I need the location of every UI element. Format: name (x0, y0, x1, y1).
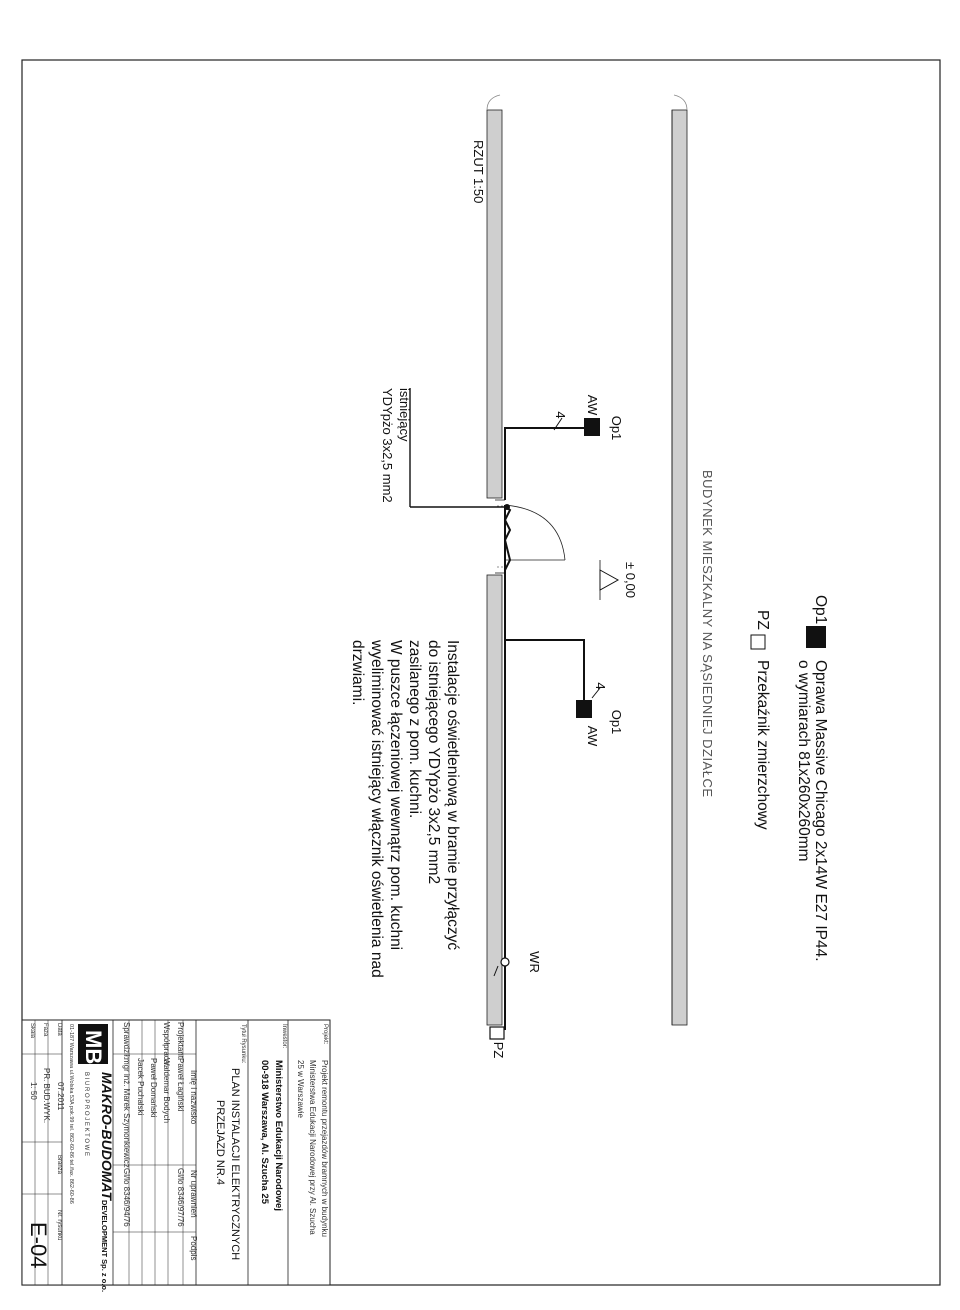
meta-faza-label: Faza (42, 1023, 48, 1037)
note-line-2: do istniejącego YDYpżo 3x2,5 mm2 (425, 640, 442, 884)
fixture-op1-a-icon (584, 418, 600, 436)
drawing-label: Tytuł Rysunku: (240, 1024, 246, 1064)
fixture-op1-b-label: Op1 (609, 710, 624, 735)
company-address: 01-187 Warszawa ul.Wolska 53A pok.99 tel… (68, 1024, 74, 1204)
supply-cable-label: istniejący YDYpżo 3x2,5 mm2 (380, 388, 412, 503)
row-role: Sprawdził: (122, 1022, 131, 1059)
supply-cable-line2: YDYpżo 3x2,5 mm2 (380, 388, 395, 503)
row-name: Jacek Puchalski (136, 1058, 145, 1116)
row-role: Projektant: (176, 1022, 185, 1060)
investor-line-1: Ministerstwo Edukacji Narodowej (273, 1060, 284, 1211)
fixture-op1-a-sub: AW (585, 395, 600, 416)
wall-right (671, 94, 688, 1026)
note-line-5: wyeliminować istniejący włącznik oświetl… (368, 639, 385, 978)
building-note: BUDYNEK MIESZKALNY NA SĄSIEDNIEJ DZIAŁCE (700, 470, 715, 798)
elevation-triangle-icon (599, 569, 620, 591)
legend-op1-icon (806, 626, 826, 648)
project-line-3: 25 w Warszawie (296, 1060, 305, 1118)
note-line-3: zasilanego z pom. kuchni. (406, 640, 423, 818)
company-sub: B I U R O P R O J E K T O W E (83, 1072, 89, 1156)
company-name: MAKRO-BUDOMAT (99, 1072, 115, 1201)
installation-notes: Instalacje oświetleniową w bramie przyłą… (349, 639, 461, 978)
legend-pz-symbol: PZ (754, 610, 771, 630)
investor-line-2: 00-918 Warszawa, Al. Szucha 25 (259, 1060, 270, 1205)
wire-count-tick (553, 417, 563, 431)
title-block: Projekt: Projekt remontu przejazdów bram… (21, 1019, 331, 1292)
meta-branza-label: Branża (56, 1155, 62, 1175)
fixture-op1-b-icon (576, 700, 592, 718)
legend-pz-icon (750, 634, 766, 650)
view-label: RZUT 1:50 (471, 140, 486, 203)
meta-faza-value: PR. BUD.WYK. (42, 1068, 51, 1123)
row-name: Waldemar Bodych (162, 1058, 171, 1123)
row-name: mgr inż. Marek Szymonkiewicz (122, 1058, 131, 1168)
row-license: Gl/lo 8346/97/76 (176, 1168, 185, 1227)
meta-nr-label: Nr. rysunku (56, 1210, 62, 1240)
company-logo: MB (81, 1030, 106, 1064)
drawing-title-1: PLAN INSTALACJI ELEKTRYCZNYCH (229, 1068, 241, 1260)
row-name: Paweł Domański (149, 1058, 158, 1118)
project-line-2: Ministerstwa Edukacji Narodowej przy Al.… (308, 1060, 317, 1235)
fixture-op1-a-wires: 4 (553, 411, 568, 418)
drawing-title-2: PRZEJAZD NR.4 (214, 1100, 226, 1185)
note-line-1: Instalacje oświetleniową w bramie przyłą… (444, 640, 461, 950)
table-header-name: Imię i nazwisko (189, 1070, 198, 1125)
elevation-value: ± 0,00 (623, 562, 638, 598)
fixture-op1-b-sub: AW (585, 726, 600, 747)
switch-icon (500, 957, 510, 967)
legend-pz-text1: Przekaźnik zmierzchowy (754, 660, 771, 830)
note-line-6: drzwiami. (349, 640, 366, 705)
legend: Op1 Oprawa Massive Chicago 2x14W E27 IP4… (750, 595, 829, 962)
title-block-frame (21, 1019, 331, 1286)
table-header-signature: Podpis (189, 1236, 198, 1260)
company-suffix: DEVELOPMENT Sp. z o.o. (100, 1200, 109, 1292)
row-role: Współpraca: (162, 1022, 171, 1066)
supply-cable-line1: istniejący (397, 388, 412, 442)
relay-label: PZ (491, 1042, 506, 1059)
drawing-number: E-04 (26, 1222, 51, 1268)
investor-label: Inwestor: (281, 1024, 287, 1049)
legend-op1-text1: Oprawa Massive Chicago 2x14W E27 IP44. (812, 660, 829, 962)
wall-left (486, 94, 503, 1026)
fixture-op1-a: Op1 AW 4 (553, 395, 624, 441)
fixture-op1-b-wires: 4 (593, 682, 608, 689)
wiring (409, 388, 585, 1030)
meta-skala-label: Skala (29, 1023, 35, 1039)
relay-pz: PZ (489, 1026, 506, 1059)
junction-dot (504, 504, 510, 510)
switch-label: WR (527, 951, 542, 973)
door-opening (495, 499, 566, 574)
meta-data-value: 07.2011 (56, 1082, 65, 1111)
legend-op1-symbol: Op1 (812, 595, 829, 624)
meta-data-label: Data (56, 1023, 62, 1036)
row-license: Gl/lo 8346/94/76 (122, 1168, 131, 1227)
wire-count-tick (591, 687, 601, 699)
row-name: Paweł Łagiński (176, 1058, 185, 1112)
company-logo-icon (78, 1024, 108, 1064)
fixture-op1-a-label: Op1 (609, 416, 624, 441)
fixture-op1-b: Op1 AW 4 (576, 682, 624, 747)
table-header-license: Nr uprawnień (189, 1170, 198, 1218)
meta-skala-value: 1: 50 (29, 1082, 38, 1100)
note-line-4: W puszce łączeniowej wewnątrz pom. kuchn… (387, 640, 404, 950)
relay-icon (489, 1026, 505, 1040)
legend-op1-text2: o wymiarach 81x260x260mm (795, 660, 812, 862)
elevation-marker: ± 0,00 (599, 560, 638, 600)
project-label: Projekt: (322, 1024, 328, 1045)
switch-wr: WR (493, 951, 542, 977)
project-line-1: Projekt remontu przejazdów bramnych w bu… (320, 1060, 329, 1237)
